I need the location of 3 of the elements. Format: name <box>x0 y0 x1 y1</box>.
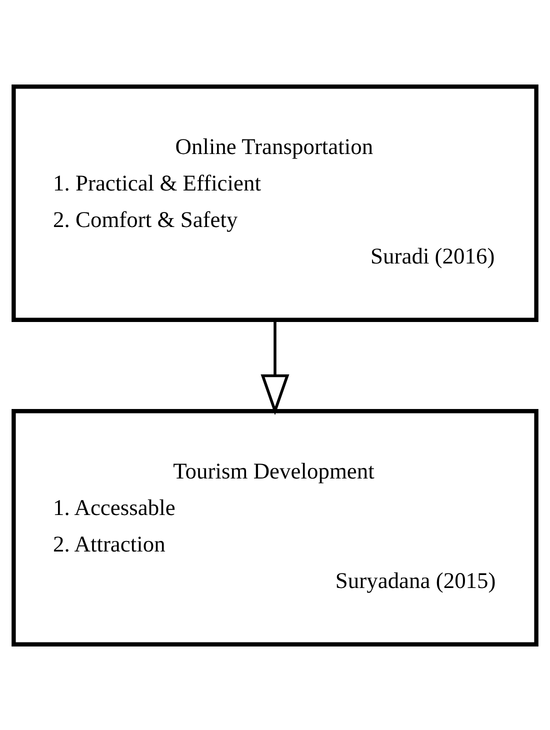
arrow <box>260 319 290 415</box>
node-box: Tourism Development 1. Accessable 2. Attraction Suryadana (2015) <box>12 408 538 646</box>
node-box: Online Transportation 1. Practical & Efficient 2. Comfort & Safety Suradi (2016) <box>12 84 538 322</box>
